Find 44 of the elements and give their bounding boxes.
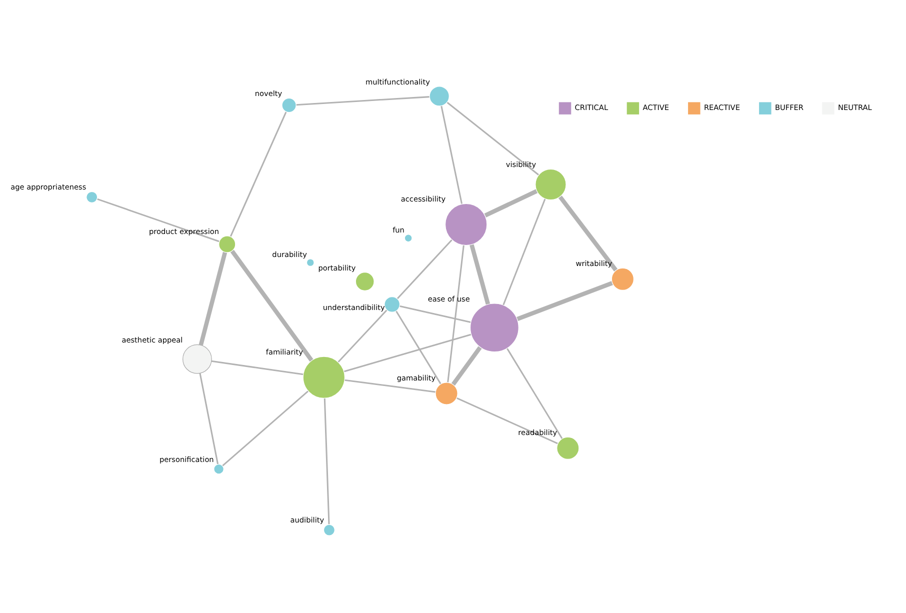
node-circle bbox=[323, 524, 336, 536]
node-circle bbox=[404, 234, 412, 242]
connector bbox=[447, 244, 464, 382]
connector bbox=[230, 110, 287, 236]
connector bbox=[451, 345, 482, 386]
node-circle bbox=[384, 296, 400, 312]
connector bbox=[558, 195, 618, 271]
node-circle bbox=[86, 190, 98, 202]
connector bbox=[198, 251, 228, 346]
connector bbox=[506, 347, 563, 439]
connector bbox=[396, 238, 452, 299]
node-circle bbox=[556, 436, 580, 459]
node-circle bbox=[611, 267, 634, 290]
node-circle bbox=[302, 356, 346, 398]
connector bbox=[344, 333, 472, 372]
connector bbox=[396, 310, 442, 384]
node-circle bbox=[218, 235, 236, 252]
connector bbox=[446, 101, 540, 175]
node-circle bbox=[214, 463, 224, 474]
node-circle bbox=[429, 86, 450, 106]
connector bbox=[470, 244, 490, 304]
connector bbox=[440, 105, 463, 204]
connector bbox=[502, 198, 546, 305]
node-circle bbox=[444, 202, 488, 246]
connector bbox=[456, 396, 558, 444]
connector bbox=[344, 378, 436, 392]
connector bbox=[222, 390, 309, 466]
node-circle bbox=[306, 258, 314, 266]
node-circle bbox=[435, 382, 458, 404]
connector bbox=[230, 249, 314, 362]
node-circle bbox=[182, 344, 212, 374]
node-circle bbox=[470, 302, 519, 352]
connector bbox=[516, 280, 614, 321]
node-circle bbox=[535, 168, 566, 200]
connector bbox=[211, 360, 304, 375]
connector bbox=[97, 198, 220, 242]
node-circle bbox=[282, 97, 296, 112]
connector bbox=[296, 96, 430, 106]
node-circle bbox=[355, 272, 374, 291]
connector bbox=[338, 309, 388, 362]
connector bbox=[484, 188, 538, 217]
connector bbox=[199, 372, 219, 464]
connector bbox=[324, 398, 330, 524]
connector bbox=[400, 304, 471, 323]
